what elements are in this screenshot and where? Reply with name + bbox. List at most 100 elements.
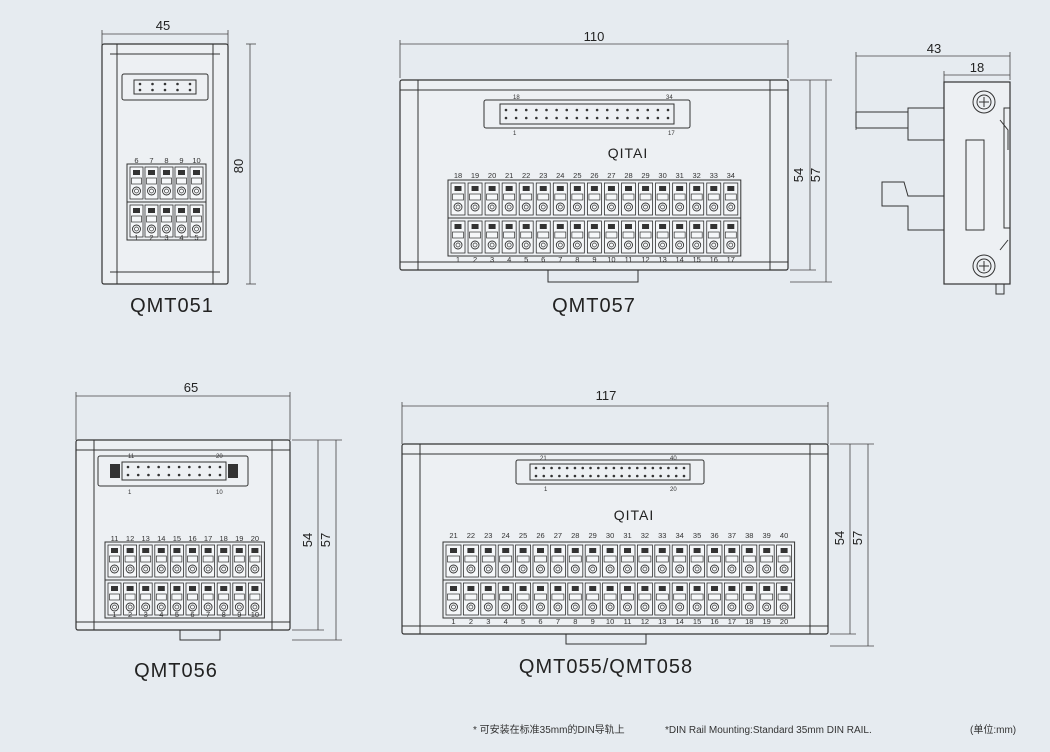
qmt056-height-inner: 54	[300, 533, 315, 547]
terminal-release-tab	[641, 586, 649, 591]
connector-pin	[628, 466, 631, 470]
wire-hole-icon	[501, 564, 511, 574]
terminal-release-tab	[642, 186, 650, 191]
wire-hole-icon	[177, 224, 186, 234]
wire-hole-icon	[518, 564, 528, 574]
pin-label-bottom: 9	[591, 617, 595, 626]
pin-label-bottom: 15	[693, 617, 701, 626]
pin-label-bottom: 16	[710, 255, 718, 264]
terminal-release-tab	[589, 548, 597, 553]
wire-hole-icon	[570, 602, 580, 612]
wire-hole-icon	[177, 186, 186, 196]
terminal-release-tab	[711, 548, 718, 553]
connector-pin	[628, 474, 631, 478]
wire-hole-icon	[744, 602, 754, 612]
pin-label-top: 19	[235, 534, 243, 543]
connector-pin	[534, 466, 538, 470]
connector-pin	[208, 465, 212, 469]
wire-hole-icon	[623, 564, 632, 574]
pin-label-bottom: 5	[521, 617, 525, 626]
pin-label-bottom: 10	[606, 617, 614, 626]
qmt055-height-outer: 57	[850, 531, 865, 545]
pin-label-top: 30	[658, 171, 666, 180]
qmt057-width-dim: 110	[584, 29, 605, 44]
connector-pin	[188, 82, 192, 86]
pin-label-bottom: 12	[641, 255, 649, 264]
connector-pin	[163, 82, 167, 86]
wire-hole-icon	[449, 564, 458, 574]
terminal-release-tab	[607, 224, 615, 229]
connector-pin	[198, 465, 201, 469]
pin-label-bottom: 15	[693, 255, 701, 264]
side-width-total: 43	[927, 41, 941, 56]
pin-label-top: 31	[675, 171, 683, 180]
qmt056-ribbon-connector	[97, 455, 249, 487]
terminal-release-tab	[641, 548, 649, 553]
terminal-release-tab	[537, 548, 544, 553]
connector-pin	[504, 108, 508, 112]
pin-label-top: 18	[454, 171, 462, 180]
wire-hole-icon	[470, 240, 480, 250]
terminal-release-tab	[711, 586, 718, 591]
pin-label-bottom: 8	[575, 255, 579, 264]
pin-label-bottom: 2	[473, 255, 477, 264]
terminal-release-tab	[126, 548, 134, 553]
pin-label-top: 32	[693, 171, 701, 180]
terminal-release-tab	[450, 548, 457, 553]
connector-pin	[605, 116, 609, 120]
connector-pin	[558, 474, 561, 478]
connector-pin	[558, 466, 561, 470]
terminal-release-tab	[606, 586, 614, 591]
connector-pin	[651, 474, 655, 478]
pin-label-bottom: 16	[710, 617, 718, 626]
terminal-release-tab	[204, 548, 212, 553]
connector-pin	[524, 116, 528, 120]
wire-hole-icon	[234, 564, 244, 574]
wire-hole-icon	[234, 602, 244, 612]
terminal-release-tab	[251, 548, 259, 553]
pin-label-top: 12	[126, 534, 134, 543]
terminal-release-tab	[676, 586, 684, 591]
terminal-release-tab	[554, 586, 562, 591]
connector-pin	[573, 466, 577, 470]
terminal-release-tab	[505, 186, 513, 191]
wire-hole-icon	[156, 602, 166, 612]
terminal-release-tab	[554, 548, 562, 553]
qmt057-height-inner: 54	[791, 168, 806, 182]
wire-hole-icon	[641, 240, 650, 250]
connector-pin	[604, 474, 608, 478]
pin-label-top: 31	[623, 531, 631, 540]
pin-label-top: 28	[624, 171, 632, 180]
terminal-release-tab	[693, 224, 701, 229]
qmt055-conn-top-left: 21	[540, 456, 547, 462]
wire-hole-icon	[727, 564, 737, 574]
qmt055-ribbon-connector	[515, 459, 705, 485]
connector-pin	[565, 108, 569, 112]
pin-label-bottom: 17	[727, 255, 735, 264]
terminal-release-tab	[710, 224, 718, 229]
connector-pin	[136, 465, 140, 469]
pin-label-top: 36	[710, 531, 718, 540]
pin-label-top: 26	[536, 531, 544, 540]
wire-hole-icon	[675, 564, 685, 574]
terminal-release-tab	[173, 586, 181, 591]
qmt056-conn-bottom-left: 1	[128, 490, 132, 496]
qmt055-height-inner: 54	[832, 531, 847, 545]
wire-hole-icon	[675, 602, 685, 612]
connector-pin	[167, 473, 171, 477]
connector-pin	[595, 116, 599, 120]
pin-label-bottom: 20	[780, 617, 788, 626]
wire-hole-icon	[147, 186, 156, 196]
terminal-release-tab	[133, 208, 140, 213]
side-width-body: 18	[970, 60, 984, 75]
wire-hole-icon	[483, 564, 493, 574]
pin-label-top: 21	[449, 531, 457, 540]
terminal-release-tab	[659, 186, 667, 191]
qmt057-ribbon-connector	[483, 99, 691, 129]
connector-pin	[504, 116, 508, 120]
pin-label-bottom: 2	[128, 610, 132, 619]
connector-pin	[138, 82, 142, 86]
wire-hole-icon	[162, 186, 171, 196]
qmt057-height-outer: 57	[808, 168, 823, 182]
